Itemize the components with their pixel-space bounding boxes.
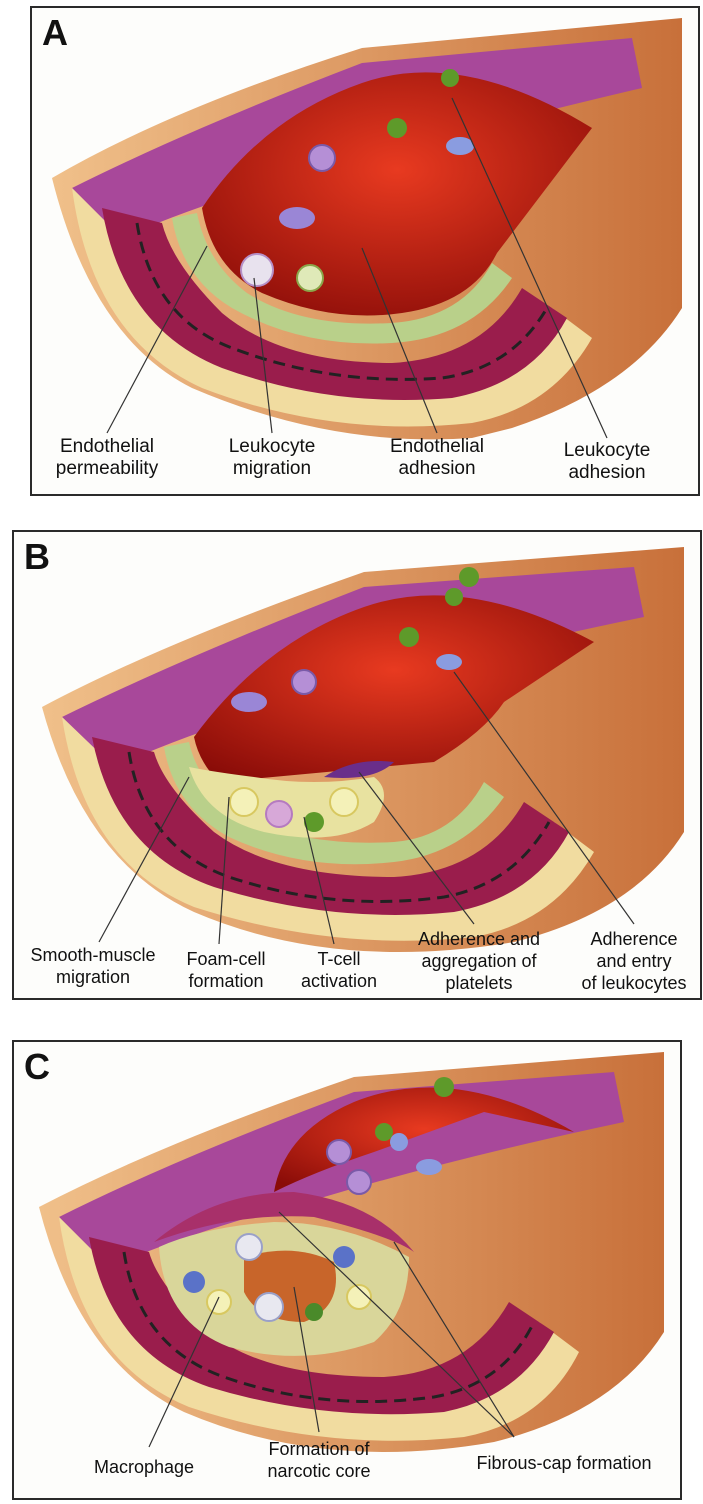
artery-illustration-a: [32, 8, 698, 494]
artery-illustration-c: [14, 1042, 680, 1498]
leukocyte-cell: [347, 1170, 371, 1194]
macrophage-cell: [333, 1246, 355, 1268]
label-smooth-muscle-migration: Smooth-muscle migration: [18, 944, 168, 988]
platelet-cell: [434, 1077, 454, 1097]
label-formation-narcotic-core: Formation of narcotic core: [254, 1438, 384, 1482]
foam-cell: [330, 788, 358, 816]
macrophage-cell: [255, 1293, 283, 1321]
label-endothelial-permeability: Endothelial permeability: [37, 436, 177, 480]
platelet-cell: [459, 567, 479, 587]
panel-c: C: [12, 1040, 682, 1500]
label-foam-cell-formation: Foam-cell formation: [176, 948, 276, 992]
foam-cell: [207, 1290, 231, 1314]
leukocyte-cell: [416, 1159, 442, 1175]
label-endothelial-adhesion: Endothelial adhesion: [377, 436, 497, 480]
macrophage-cell: [183, 1271, 205, 1293]
leukocyte-cell: [390, 1133, 408, 1151]
leukocyte-cell: [436, 654, 462, 670]
t-cell: [305, 1303, 323, 1321]
leukocyte-cell: [279, 207, 315, 229]
panel-a: A: [30, 6, 700, 496]
platelet-cell: [441, 69, 459, 87]
leukocyte-cell: [446, 137, 474, 155]
platelet-cell: [375, 1123, 393, 1141]
label-macrophage: Macrophage: [74, 1456, 214, 1478]
leukocyte-cell: [297, 265, 323, 291]
panel-b: B: [12, 530, 702, 1000]
platelet-cell: [445, 588, 463, 606]
foam-cell: [266, 801, 292, 827]
leukocyte-cell: [241, 254, 273, 286]
label-leukocyte-migration: Leukocyte migration: [207, 436, 337, 480]
leukocyte-cell: [309, 145, 335, 171]
foam-cell: [230, 788, 258, 816]
label-adherence-aggregation-platelets: Adherence and aggregation of platelets: [409, 928, 549, 994]
leukocyte-cell: [327, 1140, 351, 1164]
label-leukocyte-adhesion: Leukocyte adhesion: [547, 440, 667, 484]
label-t-cell-activation: T-cell activation: [289, 948, 389, 992]
label-adherence-entry-leukocytes: Adherence and entry of leukocytes: [570, 928, 698, 994]
label-fibrous-cap-formation: Fibrous-cap formation: [454, 1452, 674, 1474]
leukocyte-cell: [292, 670, 316, 694]
platelet-cell: [387, 118, 407, 138]
macrophage-cell: [236, 1234, 262, 1260]
leukocyte-cell: [231, 692, 267, 712]
platelet-cell: [399, 627, 419, 647]
